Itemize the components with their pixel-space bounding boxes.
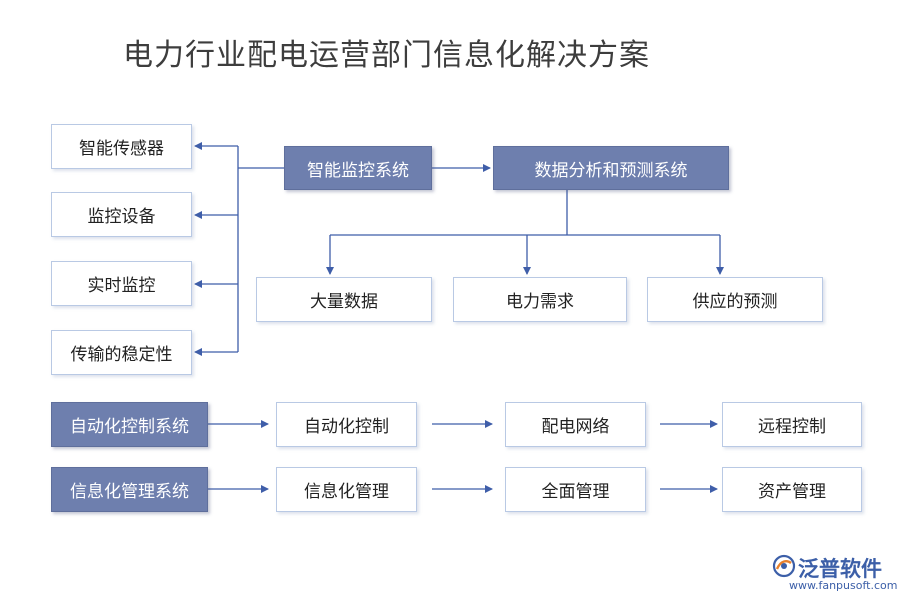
analysis-system-node: 数据分析和预测系统 — [493, 146, 729, 190]
automation-item-remote-control: 远程控制 — [722, 402, 862, 447]
monitoring-item-realtime-monitoring: 实时监控 — [51, 261, 192, 306]
automation-item-distribution-network: 配电网络 — [505, 402, 646, 447]
management-item-asset-management: 资产管理 — [722, 467, 862, 512]
automation-item-auto-control: 自动化控制 — [276, 402, 417, 447]
monitoring-item-smart-sensor: 智能传感器 — [51, 124, 192, 169]
monitoring-item-monitoring-device: 监控设备 — [51, 192, 192, 237]
brand-logo-icon — [772, 554, 796, 578]
management-item-comprehensive-management: 全面管理 — [505, 467, 646, 512]
monitoring-item-transmission-stability: 传输的稳定性 — [51, 330, 192, 375]
brand-logo: 泛普软件 www.fanpusoft.com — [772, 553, 897, 593]
brand-logo-url: www.fanpusoft.com — [789, 579, 898, 592]
management-item-info-management: 信息化管理 — [276, 467, 417, 512]
monitoring-system-node: 智能监控系统 — [284, 146, 432, 190]
analysis-item-big-data: 大量数据 — [256, 277, 432, 322]
brand-logo-name: 泛普软件 — [798, 557, 882, 581]
page-title: 电力行业配电运营部门信息化解决方案 — [123, 38, 650, 73]
analysis-item-power-demand: 电力需求 — [453, 277, 627, 322]
analysis-item-supply-forecast: 供应的预测 — [647, 277, 823, 322]
automation-system-node: 自动化控制系统 — [51, 402, 208, 447]
management-system-node: 信息化管理系统 — [51, 467, 208, 512]
